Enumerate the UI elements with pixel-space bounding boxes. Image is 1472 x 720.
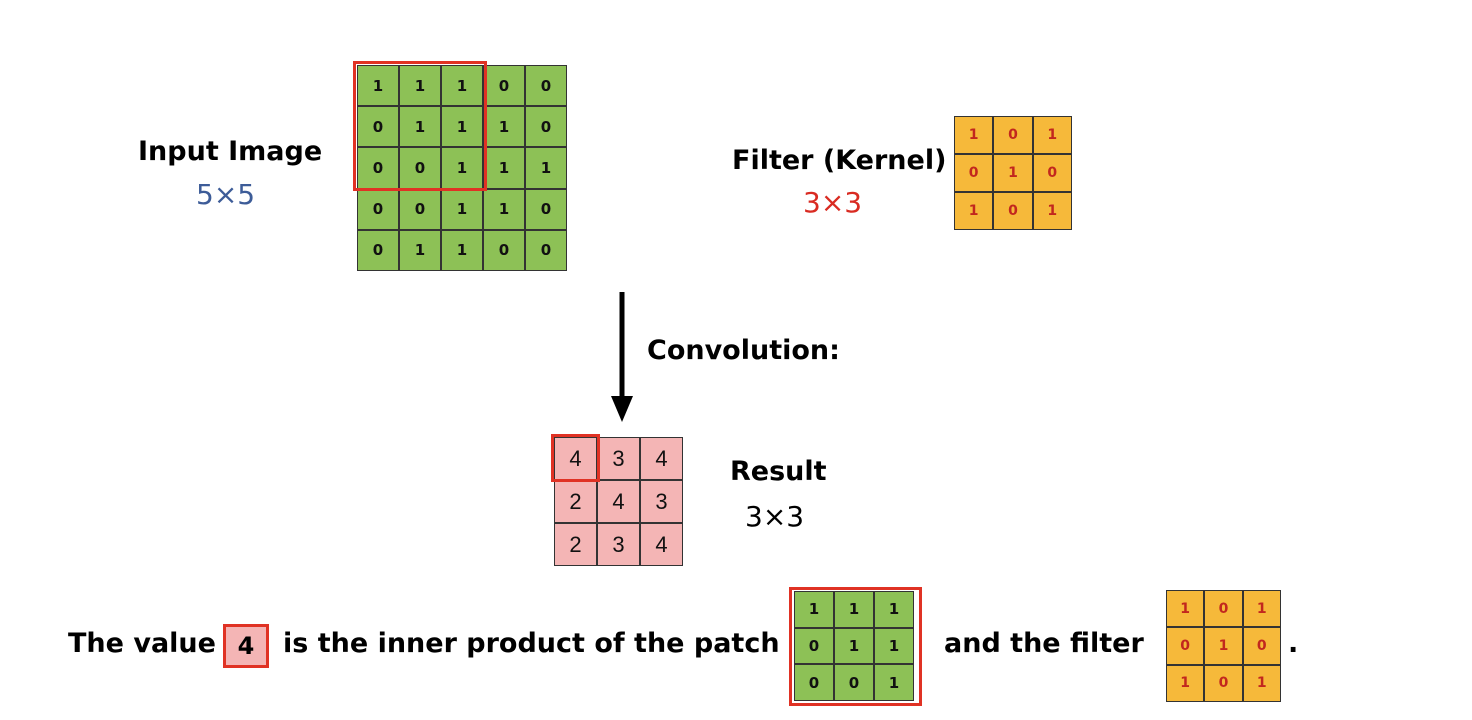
input-cell: 0 — [525, 106, 567, 148]
filter-cell: 1 — [954, 192, 994, 230]
filter-cell: 0 — [1032, 154, 1072, 192]
small-filter-cell: 1 — [1166, 590, 1205, 628]
result-cell: 2 — [554, 523, 597, 566]
input-cell: 1 — [399, 65, 441, 107]
result-cell-highlight — [551, 434, 600, 482]
small-filter-cell: 0 — [1204, 664, 1243, 702]
input-cell: 0 — [357, 106, 399, 148]
result-cell: 3 — [597, 523, 640, 566]
input-cell: 1 — [441, 188, 483, 230]
convolution-label: Convolution: — [647, 335, 840, 366]
small-filter-cell: 1 — [1242, 590, 1281, 628]
explanation-suffix: and the filter — [944, 628, 1144, 659]
result-label: Result — [730, 456, 827, 487]
patch-cell: 0 — [794, 627, 834, 665]
filter-cell: 0 — [993, 116, 1033, 154]
patch-cell: 1 — [874, 591, 914, 628]
input-cell: 1 — [399, 229, 441, 271]
small-filter-cell: 1 — [1204, 627, 1243, 665]
input-cell: 1 — [441, 147, 483, 189]
input-cell: 0 — [525, 65, 567, 107]
small-filter-cell: 0 — [1204, 590, 1243, 628]
result-cell: 3 — [640, 480, 683, 523]
patch-cell: 1 — [834, 591, 874, 628]
patch-cell: 0 — [794, 664, 834, 702]
input-cell: 1 — [483, 188, 525, 230]
patch-cell: 1 — [874, 627, 914, 665]
input-cell: 1 — [441, 106, 483, 148]
filter-size: 3×3 — [803, 186, 863, 219]
input-cell: 0 — [399, 188, 441, 230]
filter-cell: 0 — [993, 192, 1033, 230]
explanation-middle: is the inner product of the patch — [283, 628, 780, 659]
filter-cell: 1 — [954, 116, 994, 154]
input-cell: 1 — [483, 147, 525, 189]
filter-label: Filter (Kernel) — [732, 145, 947, 176]
result-cell: 3 — [597, 437, 640, 480]
input-cell: 1 — [441, 65, 483, 107]
patch-cell: 1 — [874, 664, 914, 702]
input-cell: 0 — [357, 229, 399, 271]
input-cell: 1 — [441, 229, 483, 271]
small-filter-cell: 0 — [1242, 627, 1281, 665]
input-cell: 1 — [357, 65, 399, 107]
result-cell: 4 — [597, 480, 640, 523]
filter-cell: 1 — [993, 154, 1033, 192]
input-cell: 0 — [483, 65, 525, 107]
result-cell: 2 — [554, 480, 597, 523]
filter-cell: 1 — [1032, 192, 1072, 230]
input-cell: 1 — [525, 147, 567, 189]
patch-cell: 1 — [794, 591, 834, 628]
patch-cell: 0 — [834, 664, 874, 702]
input-cell: 0 — [525, 188, 567, 230]
filter-cell: 1 — [1032, 116, 1072, 154]
input-cell: 1 — [483, 106, 525, 148]
input-cell: 0 — [525, 229, 567, 271]
explanation-end: . — [1288, 628, 1299, 659]
input-image-label: Input Image — [138, 136, 323, 167]
patch-highlight — [789, 587, 922, 706]
small-filter-cell: 0 — [1166, 627, 1205, 665]
input-image-size: 5×5 — [196, 178, 256, 211]
result-cell: 4 — [640, 523, 683, 566]
input-cell: 0 — [483, 229, 525, 271]
input-cell: 0 — [399, 147, 441, 189]
small-filter-cell: 1 — [1242, 664, 1281, 702]
filter-cell: 0 — [954, 154, 994, 192]
input-cell: 0 — [357, 188, 399, 230]
highlighted-value-box: 4 — [223, 624, 269, 668]
patch-cell: 1 — [834, 627, 874, 665]
input-patch-highlight — [353, 61, 487, 191]
input-cell: 1 — [399, 106, 441, 148]
explanation-prefix: The value — [68, 628, 216, 659]
small-filter-cell: 1 — [1166, 664, 1205, 702]
convolution-arrow — [611, 292, 633, 422]
result-cell: 4 — [640, 437, 683, 480]
result-cell: 4 — [554, 437, 597, 480]
result-size: 3×3 — [745, 500, 805, 533]
